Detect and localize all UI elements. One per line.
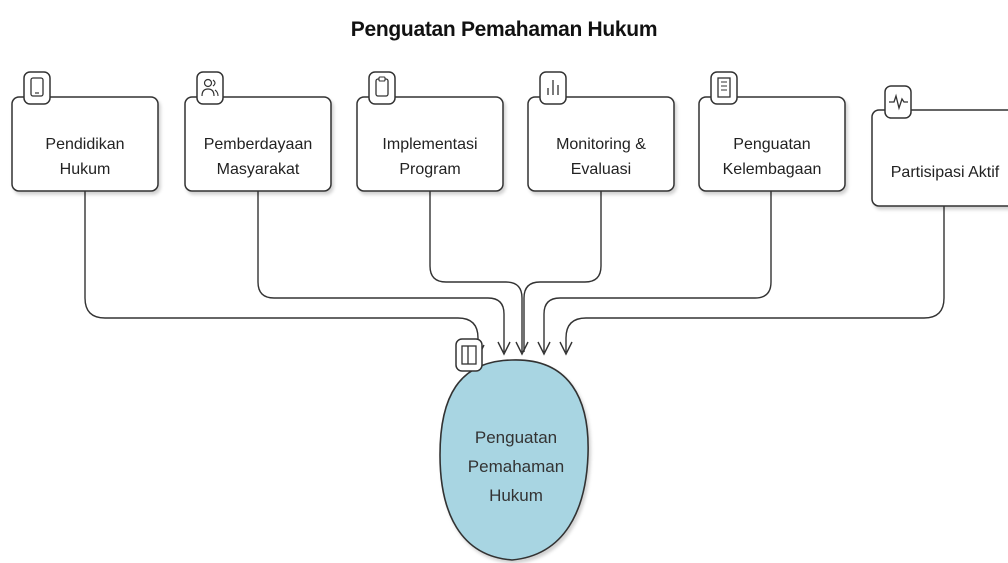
node-implementasi: Implementasi Program	[356, 71, 504, 192]
node-penguatan-kelembagaan: Penguatan Kelembagaan	[698, 71, 846, 192]
users-icon	[196, 71, 224, 105]
node-monitoring: Monitoring & Evaluasi	[527, 71, 675, 192]
node-label-line-2: Program	[399, 161, 460, 178]
node-label-line-1: Pendidikan	[45, 136, 124, 153]
node-label-line-1: Monitoring &	[556, 136, 646, 153]
connector-kelembagaan	[543, 190, 772, 352]
center-node	[439, 359, 589, 561]
connector-implementasi	[429, 190, 523, 352]
bar-chart-icon	[539, 71, 567, 105]
connectors	[84, 190, 945, 355]
diagram-title: Penguatan Pemahaman Hukum	[350, 18, 658, 41]
arrowhead	[537, 341, 551, 356]
tablet-icon	[23, 71, 51, 105]
activity-icon	[884, 85, 912, 119]
center-label-line-2: Pemahaman	[468, 457, 564, 476]
node-label-line-1: Partisipasi Aktif	[891, 164, 1000, 181]
building-icon	[710, 71, 738, 105]
node-partisipasi: Partisipasi Aktif	[871, 85, 1008, 207]
node-label-line-2: Evaluasi	[571, 161, 631, 178]
node-label-line-2: Hukum	[60, 161, 111, 178]
connector-partisipasi	[565, 205, 945, 352]
node-label-line-2: Masyarakat	[217, 161, 300, 178]
center-label-line-3: Hukum	[489, 486, 543, 505]
node-pendidikan: Pendidikan Hukum	[11, 71, 159, 192]
node-pemberdayaan: Pemberdayaan Masyarakat	[184, 71, 332, 192]
connector-pendidikan	[84, 190, 479, 355]
book-icon	[455, 338, 483, 372]
arrowhead	[497, 341, 511, 356]
connector-pemberdayaan	[257, 190, 505, 352]
arrowhead	[559, 341, 573, 356]
node-label-line-1: Implementasi	[382, 136, 477, 153]
node-label-line-2: Kelembagaan	[723, 161, 822, 178]
node-label-line-1: Penguatan	[733, 136, 810, 153]
clipboard-icon	[368, 71, 396, 105]
arrowhead	[515, 341, 529, 356]
center-label-group: Penguatan Pemahaman Hukum	[468, 428, 564, 505]
node-label-line-1: Pemberdayaan	[204, 136, 313, 153]
connector-monitoring	[523, 190, 602, 352]
center-label-line-1: Penguatan	[475, 428, 557, 447]
